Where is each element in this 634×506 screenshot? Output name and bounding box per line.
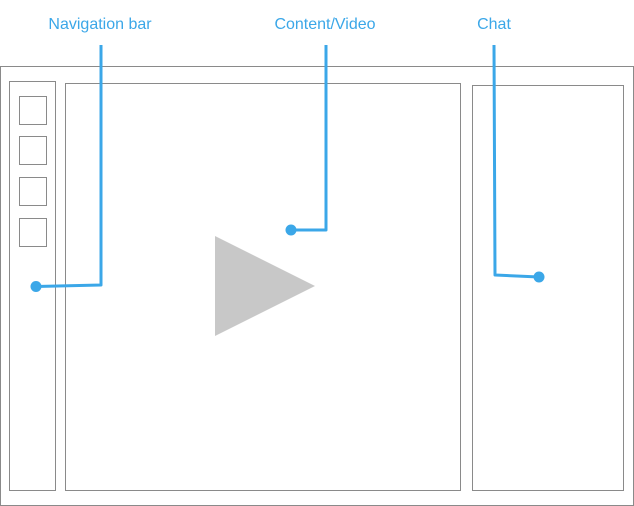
callout-chat-label: Chat — [477, 16, 511, 33]
callout-navigation-line — [35, 45, 103, 288]
callout-content-line — [291, 45, 328, 232]
play-icon[interactable] — [215, 236, 315, 336]
callout-navigation-bar: Navigation bar — [30, 16, 152, 292]
callout-content-video: Content/Video — [274, 16, 376, 236]
nav-item-2-icon[interactable] — [19, 136, 47, 165]
navigation-bar — [9, 81, 56, 491]
chat-panel — [472, 85, 624, 491]
callout-navigation-label: Navigation bar — [48, 16, 152, 33]
chat — [472, 85, 624, 491]
callout-content-label: Content/Video — [274, 16, 375, 33]
nav-item-4-icon[interactable] — [19, 218, 47, 247]
callout-navigation-dot — [30, 281, 42, 292]
nav-item-3-icon[interactable] — [19, 177, 47, 206]
callout-chat-dot — [533, 271, 545, 283]
callout-chat-line — [492, 44, 540, 279]
callout-chat: Chat — [477, 16, 545, 283]
nav-item-1-icon[interactable] — [19, 96, 47, 125]
callout-content-dot — [285, 224, 297, 236]
content-video — [65, 83, 461, 491]
